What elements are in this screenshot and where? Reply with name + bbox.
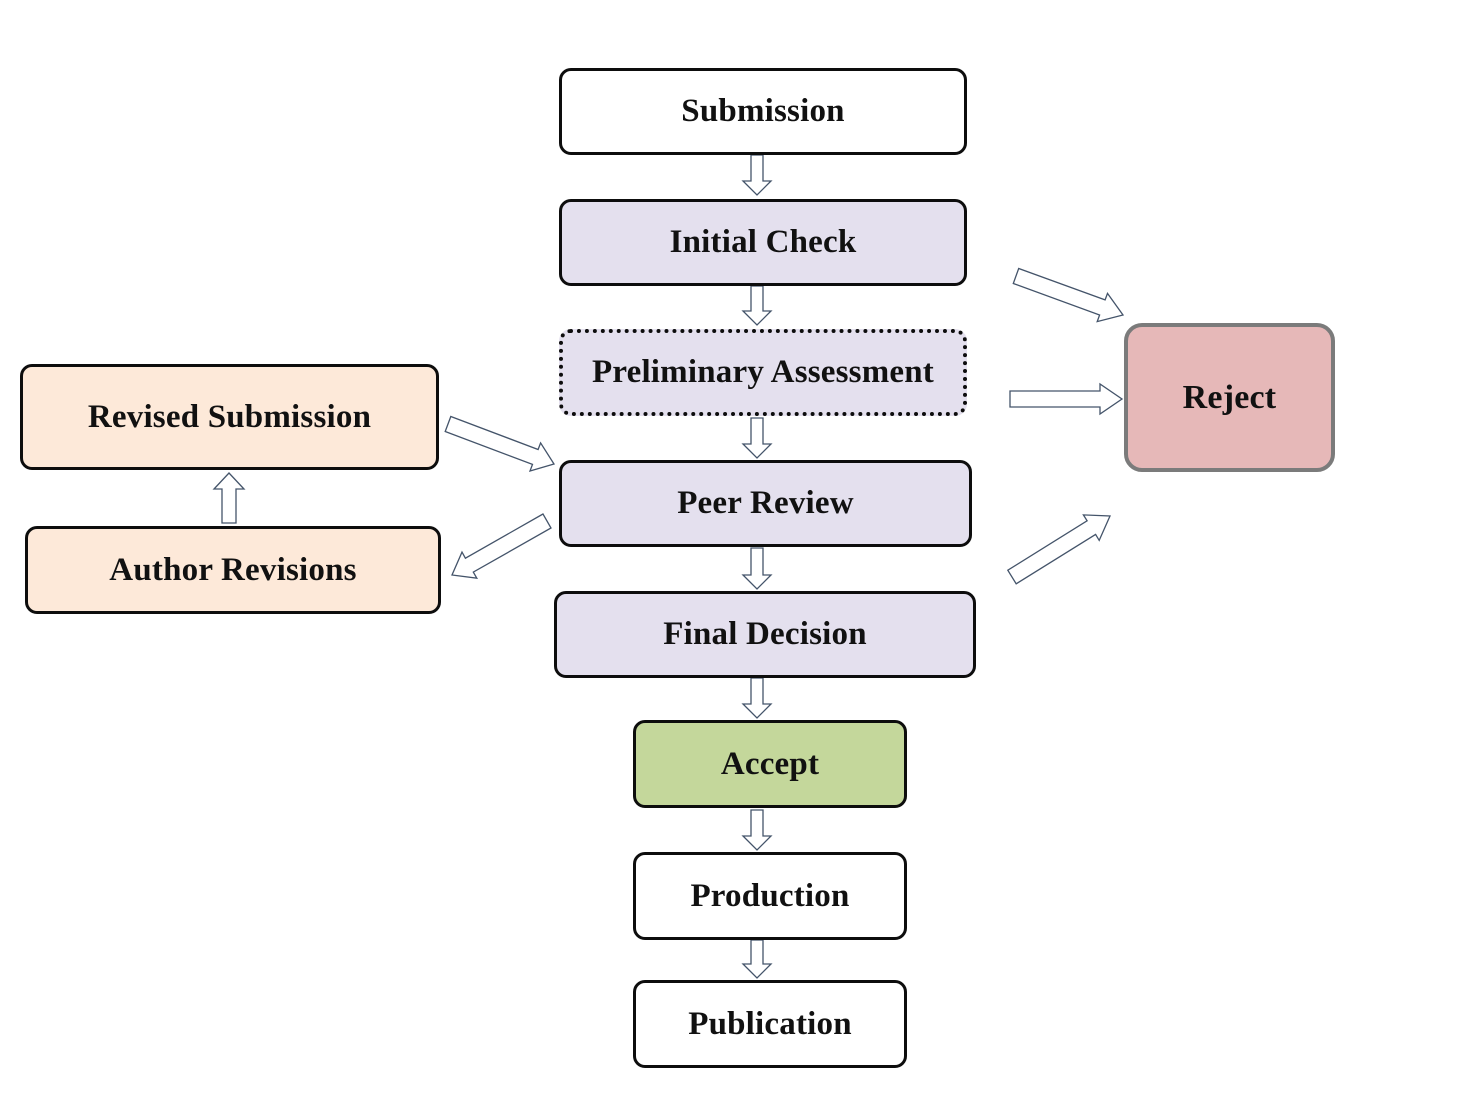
arrow-initial-check-to-reject — [1012, 267, 1125, 323]
node-submission: Submission — [559, 68, 967, 155]
node-reject: Reject — [1124, 323, 1335, 472]
node-initial-check: Initial Check — [559, 199, 967, 286]
node-final-decision: Final Decision — [554, 591, 976, 678]
node-author-revisions-label: Author Revisions — [109, 551, 357, 588]
node-preliminary-assessment-label: Preliminary Assessment — [591, 354, 934, 390]
node-author-revisions: Author Revisions — [25, 526, 441, 614]
node-initial-check-label: Initial Check — [669, 224, 857, 260]
node-accept: Accept — [633, 720, 907, 808]
node-final-decision-label: Final Decision — [663, 616, 867, 652]
node-accept-label: Accept — [720, 745, 820, 782]
node-publication-label: Publication — [688, 1005, 852, 1042]
node-peer-review-label: Peer Review — [677, 485, 854, 521]
arrow-final-decision-to-reject — [1006, 514, 1111, 585]
arrow-author-revisions-to-revised-submission — [212, 472, 246, 524]
arrow-production-to-publication — [741, 939, 773, 979]
arrow-accept-to-production — [741, 809, 773, 851]
node-production: Production — [633, 852, 907, 940]
arrow-peer-review-to-author-revisions — [451, 513, 552, 580]
node-peer-review: Peer Review — [559, 460, 972, 547]
arrow-preliminary-assessment-to-peer-review — [741, 417, 773, 459]
node-revised-submission-label: Revised Submission — [87, 398, 372, 435]
arrow-revised-submission-to-peer-review — [444, 415, 556, 472]
node-revised-submission: Revised Submission — [20, 364, 439, 470]
arrow-submission-to-initial-check — [741, 154, 773, 196]
arrow-preliminary-assessment-to-reject — [1009, 382, 1124, 416]
node-production-label: Production — [690, 877, 850, 914]
node-submission-label: Submission — [681, 93, 845, 129]
arrow-final-decision-to-accept — [741, 677, 773, 719]
arrow-initial-check-to-preliminary-assessment — [741, 285, 773, 326]
arrow-peer-review-to-final-decision — [741, 547, 773, 590]
node-publication: Publication — [633, 980, 907, 1068]
node-reject-label: Reject — [1182, 378, 1277, 416]
node-preliminary-assessment: Preliminary Assessment — [559, 329, 967, 416]
